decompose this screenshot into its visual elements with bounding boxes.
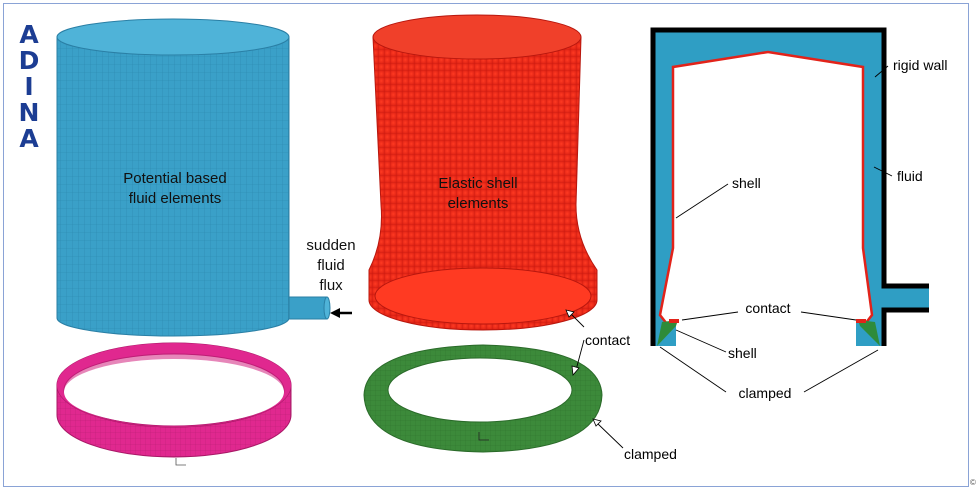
logo-letter-a2: A <box>19 124 39 153</box>
fluid-cylinder <box>56 18 290 337</box>
shell-leader <box>675 183 729 219</box>
flux-label-2: fluid <box>317 257 345 274</box>
contact-label-middle: contact <box>585 332 630 348</box>
shell-elements-label-1: Elastic shell <box>438 175 517 192</box>
clamped-label-right: clamped <box>739 385 792 401</box>
clamped-callout-middle <box>592 418 624 449</box>
flux-label-3: flux <box>319 277 343 294</box>
inlet-pipe <box>288 296 331 320</box>
flux-label-1: sudden <box>306 237 355 254</box>
shell-lower-label: shell <box>728 345 757 361</box>
green-base <box>363 344 603 453</box>
copyright-mark: © <box>970 478 976 487</box>
clamped-callout-right <box>659 346 879 393</box>
fluid-elements-label-1: Potential based <box>123 170 226 187</box>
logo-letter-n: N <box>18 98 40 127</box>
logo-letter-i: I <box>24 72 34 101</box>
logo-letter-a1: A <box>19 20 39 49</box>
fluid-leader <box>873 166 893 177</box>
contact-callout-middle <box>565 309 585 376</box>
figure-frame <box>3 3 969 487</box>
clamped-label-middle: clamped <box>624 446 677 462</box>
axis-triad-middle <box>478 432 489 441</box>
elastic-shell <box>368 14 598 331</box>
logo-letter-d: D <box>18 46 40 75</box>
pink-ring <box>56 342 292 458</box>
contact-callout-right <box>681 311 857 321</box>
shell-lower-leader <box>675 329 727 353</box>
cross-section <box>650 27 929 348</box>
fluid-elements-label-2: fluid elements <box>129 190 222 207</box>
contact-label-right: contact <box>745 300 790 316</box>
rigid-wall-label: rigid wall <box>893 57 947 73</box>
flux-arrow <box>330 308 352 318</box>
fluid-label: fluid <box>897 168 923 184</box>
rigid-wall-leader <box>874 65 889 78</box>
shell-label: shell <box>732 175 761 191</box>
shell-elements-label-2: elements <box>448 195 509 212</box>
axis-triad-left <box>175 458 186 466</box>
